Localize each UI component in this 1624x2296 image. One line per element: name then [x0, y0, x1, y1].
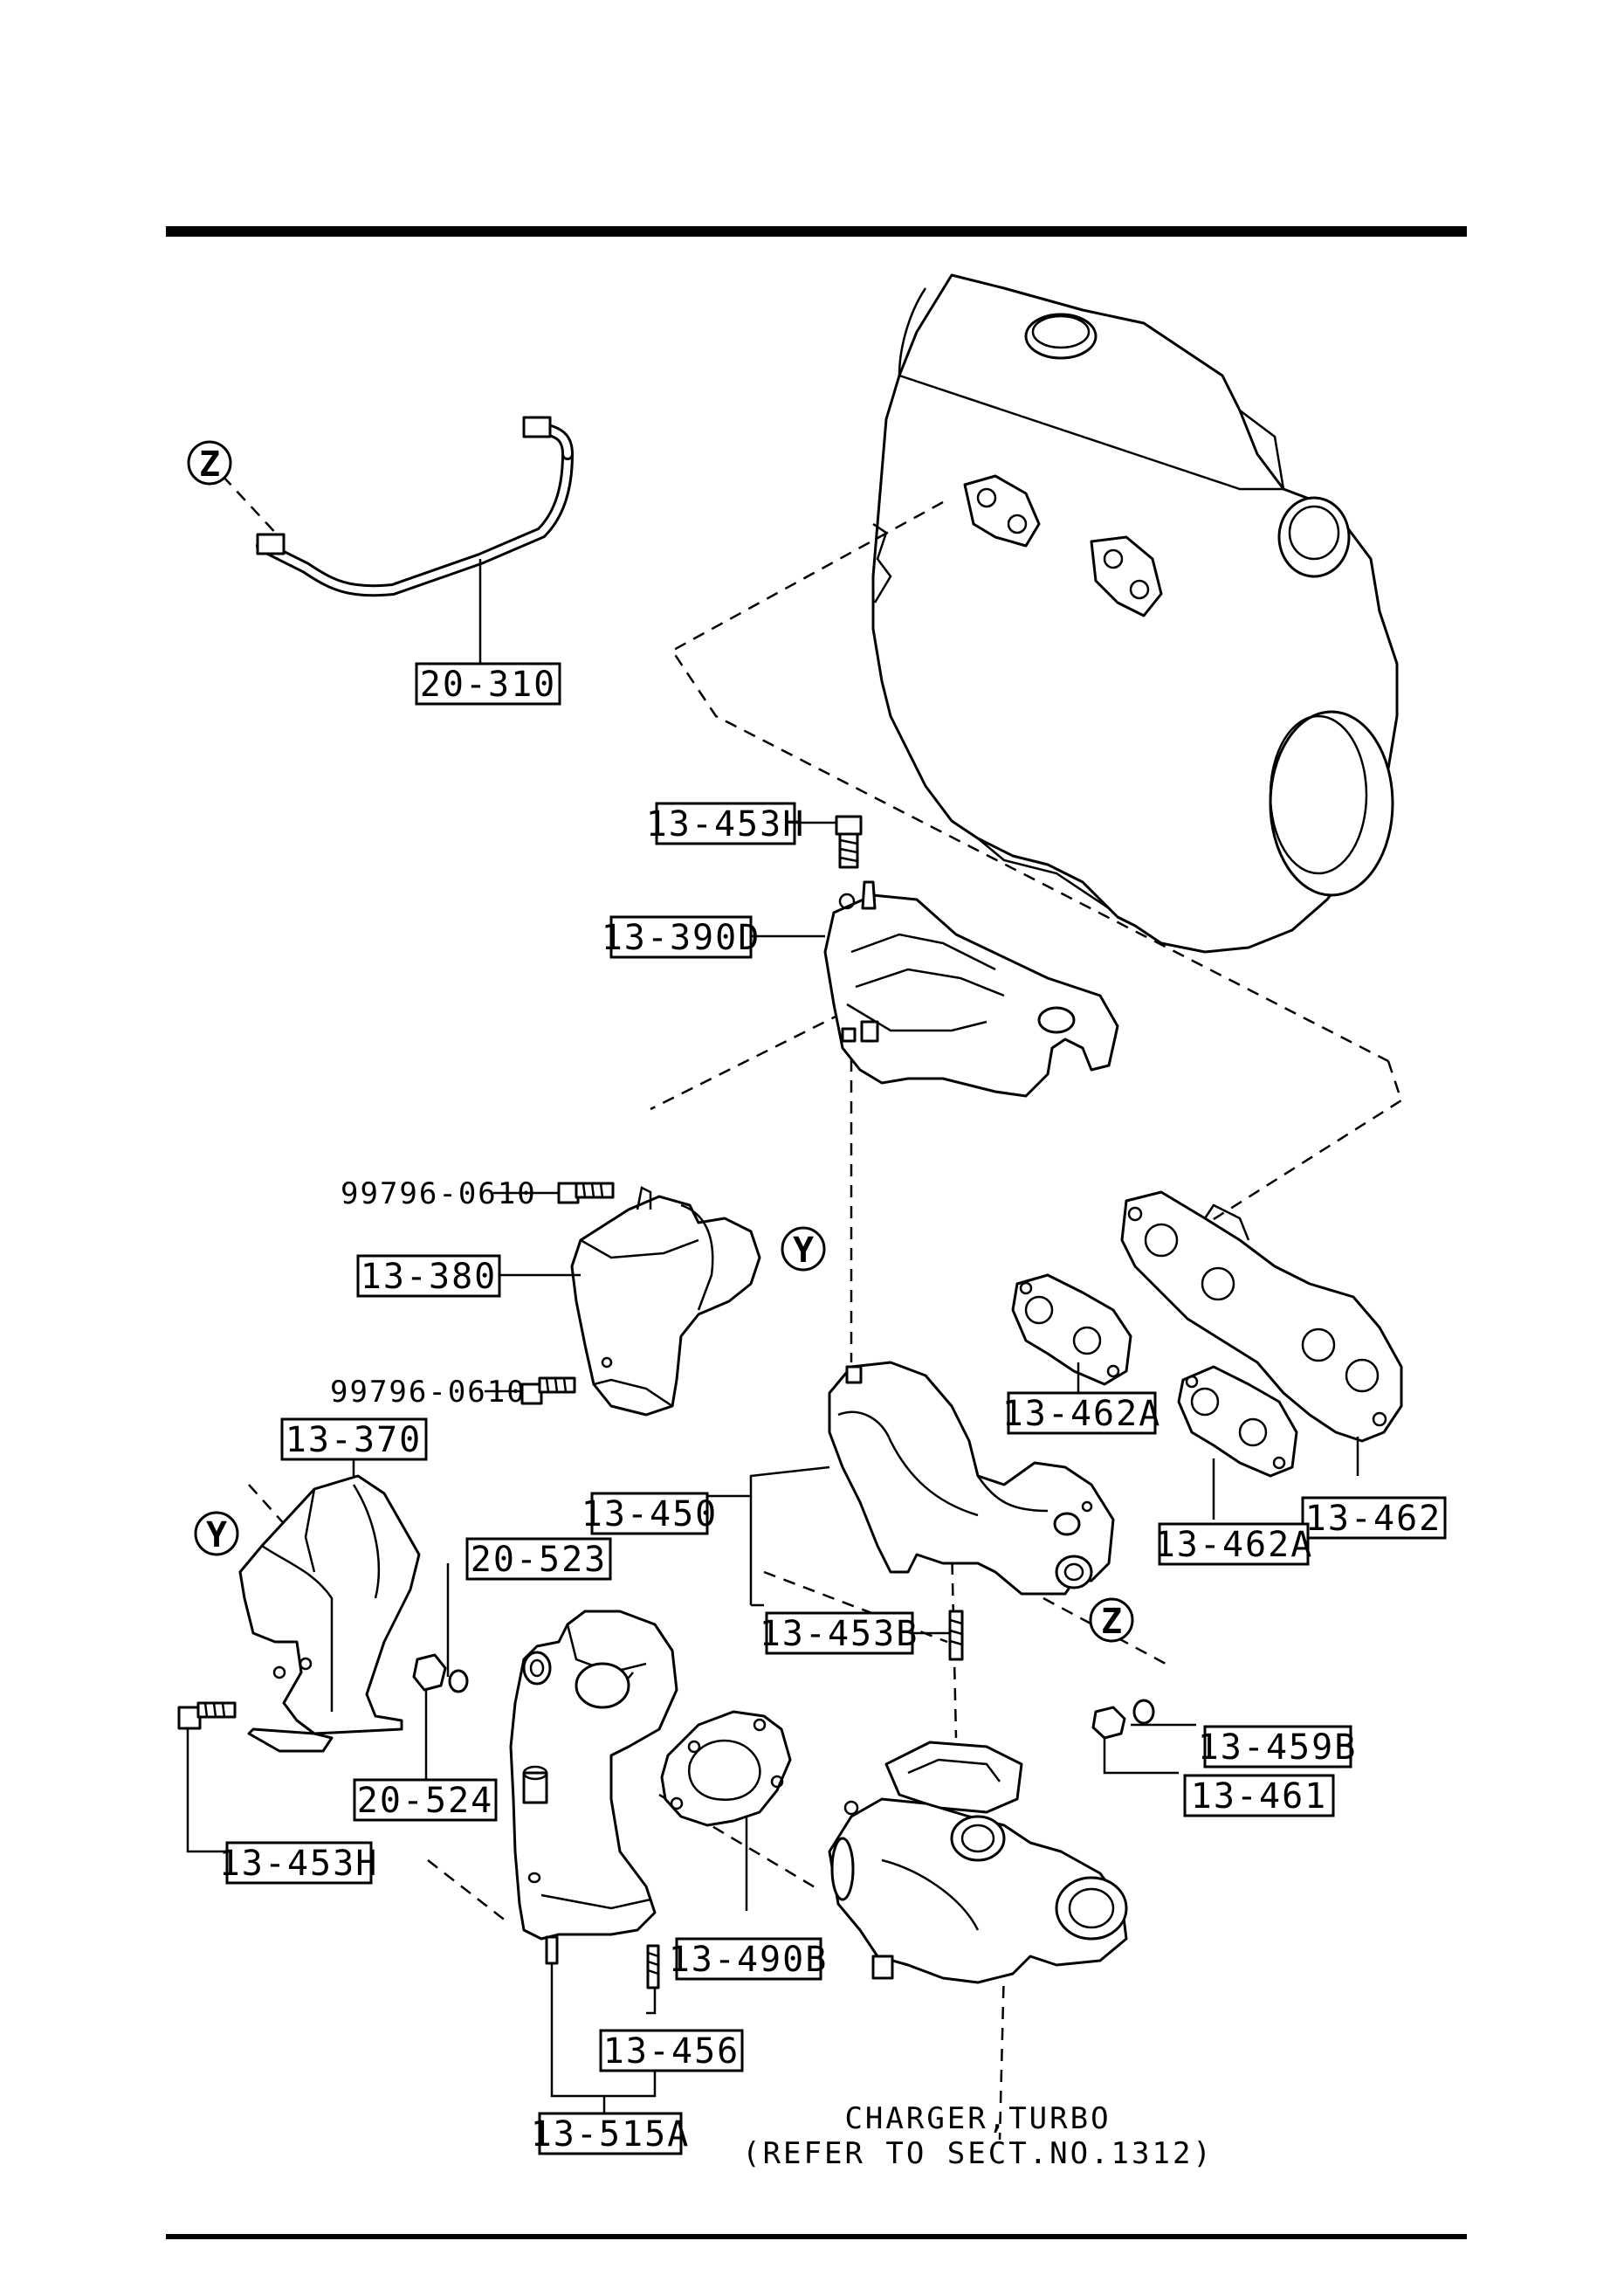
turbo-reference-note: CHARGER,TURBO (REFER TO SECT.NO.1312)	[742, 2101, 1214, 2171]
label-13-462A-lower: 13-462A	[1154, 1522, 1314, 1566]
label-13-456: 13-456	[599, 2029, 744, 2072]
label-13-462A-upper: 13-462A	[1002, 1391, 1162, 1435]
label-13-461: 13-461	[1183, 1774, 1335, 1817]
label-20-310: 20-310	[415, 662, 561, 706]
gasket-13-462A-upper	[1011, 1273, 1132, 1386]
svg-text:13-459B: 13-459B	[1198, 1727, 1358, 1768]
stud-13-456	[646, 1944, 660, 1989]
stud-13-515A-left	[545, 1935, 559, 1965]
svg-text:13-462A: 13-462A	[1002, 1394, 1162, 1434]
marker-y-right: Y	[781, 1226, 826, 1272]
label-13-450: 13-450	[581, 1492, 719, 1535]
gasket-13-462	[1120, 1190, 1403, 1443]
svg-text:20-524: 20-524	[357, 1781, 494, 1821]
exhaust-manifold-13-450	[828, 1361, 1115, 1596]
top-rule	[166, 226, 1467, 237]
svg-text:13-453B: 13-453B	[760, 1614, 919, 1654]
label-13-490B: 13-490B	[669, 1937, 829, 1981]
svg-text:13-453H: 13-453H	[646, 804, 806, 845]
svg-text:20-310: 20-310	[420, 665, 557, 705]
svg-text:13-390D: 13-390D	[602, 918, 761, 958]
svg-text:99796-0610: 99796-0610	[341, 1176, 537, 1211]
oil-pipe-20-310	[256, 416, 574, 664]
svg-text:13-453H: 13-453H	[219, 1844, 379, 1884]
stud-13-453B	[948, 1610, 964, 1661]
label-13-515A: 13-515A	[531, 2112, 691, 2155]
label-20-523: 20-523	[465, 1537, 612, 1581]
nut-13-461	[1091, 1706, 1126, 1740]
svg-text:13-462A: 13-462A	[1154, 1525, 1314, 1565]
label-13-380: 13-380	[356, 1254, 501, 1298]
label-13-370: 13-370	[280, 1417, 428, 1461]
bottom-rule	[166, 2234, 1467, 2239]
gasket-13-462A-lower	[1177, 1365, 1298, 1478]
label-13-453H-bottom: 13-453H	[219, 1841, 379, 1885]
svg-text:13-380: 13-380	[361, 1257, 498, 1297]
heat-insulator-13-390D	[823, 880, 1119, 1098]
bolt-99796-0610-lower	[520, 1376, 576, 1405]
exhaust-outlet-13-515A	[509, 1610, 678, 1941]
label-13-453B: 13-453B	[760, 1611, 919, 1655]
nut-20-524	[412, 1653, 447, 1692]
washer-13-459B	[1132, 1699, 1155, 1725]
bolt-13-453H-top	[835, 815, 863, 869]
svg-text:Z: Z	[1101, 1602, 1122, 1642]
svg-text:Z: Z	[199, 445, 220, 485]
svg-text:13-462: 13-462	[1305, 1499, 1442, 1539]
svg-text:20-523: 20-523	[471, 1540, 608, 1580]
bolt-99796-0610-upper	[557, 1182, 615, 1204]
engine-block-illustration	[871, 273, 1399, 954]
marker-z-bottom: Z	[1089, 1597, 1134, 1643]
svg-text:Y: Y	[206, 1515, 227, 1555]
label-20-524: 20-524	[353, 1778, 498, 1822]
svg-text:CHARGER,TURBO: CHARGER,TURBO	[844, 2101, 1111, 2136]
label-13-390D: 13-390D	[602, 915, 761, 959]
svg-text:13-490B: 13-490B	[669, 1940, 829, 1980]
label-99796-0610-upper: 99796-0610	[341, 1176, 537, 1211]
svg-text:13-456: 13-456	[603, 2031, 740, 2072]
gasket-13-490B	[660, 1710, 792, 1827]
label-99796-0610-lower: 99796-0610	[330, 1375, 526, 1410]
label-13-453H-top: 13-453H	[646, 802, 806, 845]
svg-text:13-515A: 13-515A	[531, 2114, 691, 2155]
bolt-13-453H-bottom	[177, 1701, 237, 1730]
washer-20-523	[448, 1669, 469, 1693]
insulator-13-380	[570, 1186, 761, 1417]
label-13-459B: 13-459B	[1198, 1725, 1358, 1769]
turbocharger-illustration	[828, 1741, 1128, 1984]
svg-text:13-370: 13-370	[286, 1420, 423, 1460]
marker-z-top: Z	[187, 440, 232, 486]
label-13-462: 13-462	[1301, 1496, 1447, 1540]
svg-text:13-450: 13-450	[581, 1494, 719, 1534]
marker-y-left: Y	[194, 1511, 239, 1556]
svg-text:(REFER TO SECT.NO.1312): (REFER TO SECT.NO.1312)	[742, 2136, 1214, 2171]
svg-text:99796-0610: 99796-0610	[330, 1375, 526, 1410]
svg-text:13-461: 13-461	[1191, 1776, 1328, 1817]
heat-shield-13-370	[238, 1474, 421, 1753]
leader-lines	[186, 821, 1359, 2113]
svg-text:Y: Y	[793, 1231, 814, 1271]
